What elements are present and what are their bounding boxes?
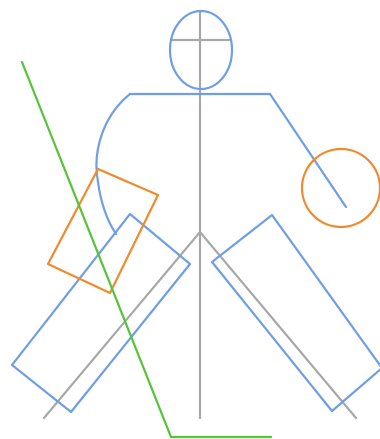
guide-line: [22, 62, 271, 437]
left-arm-curve: [96, 94, 130, 234]
left-hand-rect: [48, 169, 158, 293]
right-leg-rect: [212, 215, 380, 411]
left-leg-rect: [12, 214, 190, 412]
right-hand-circle: [302, 149, 380, 227]
